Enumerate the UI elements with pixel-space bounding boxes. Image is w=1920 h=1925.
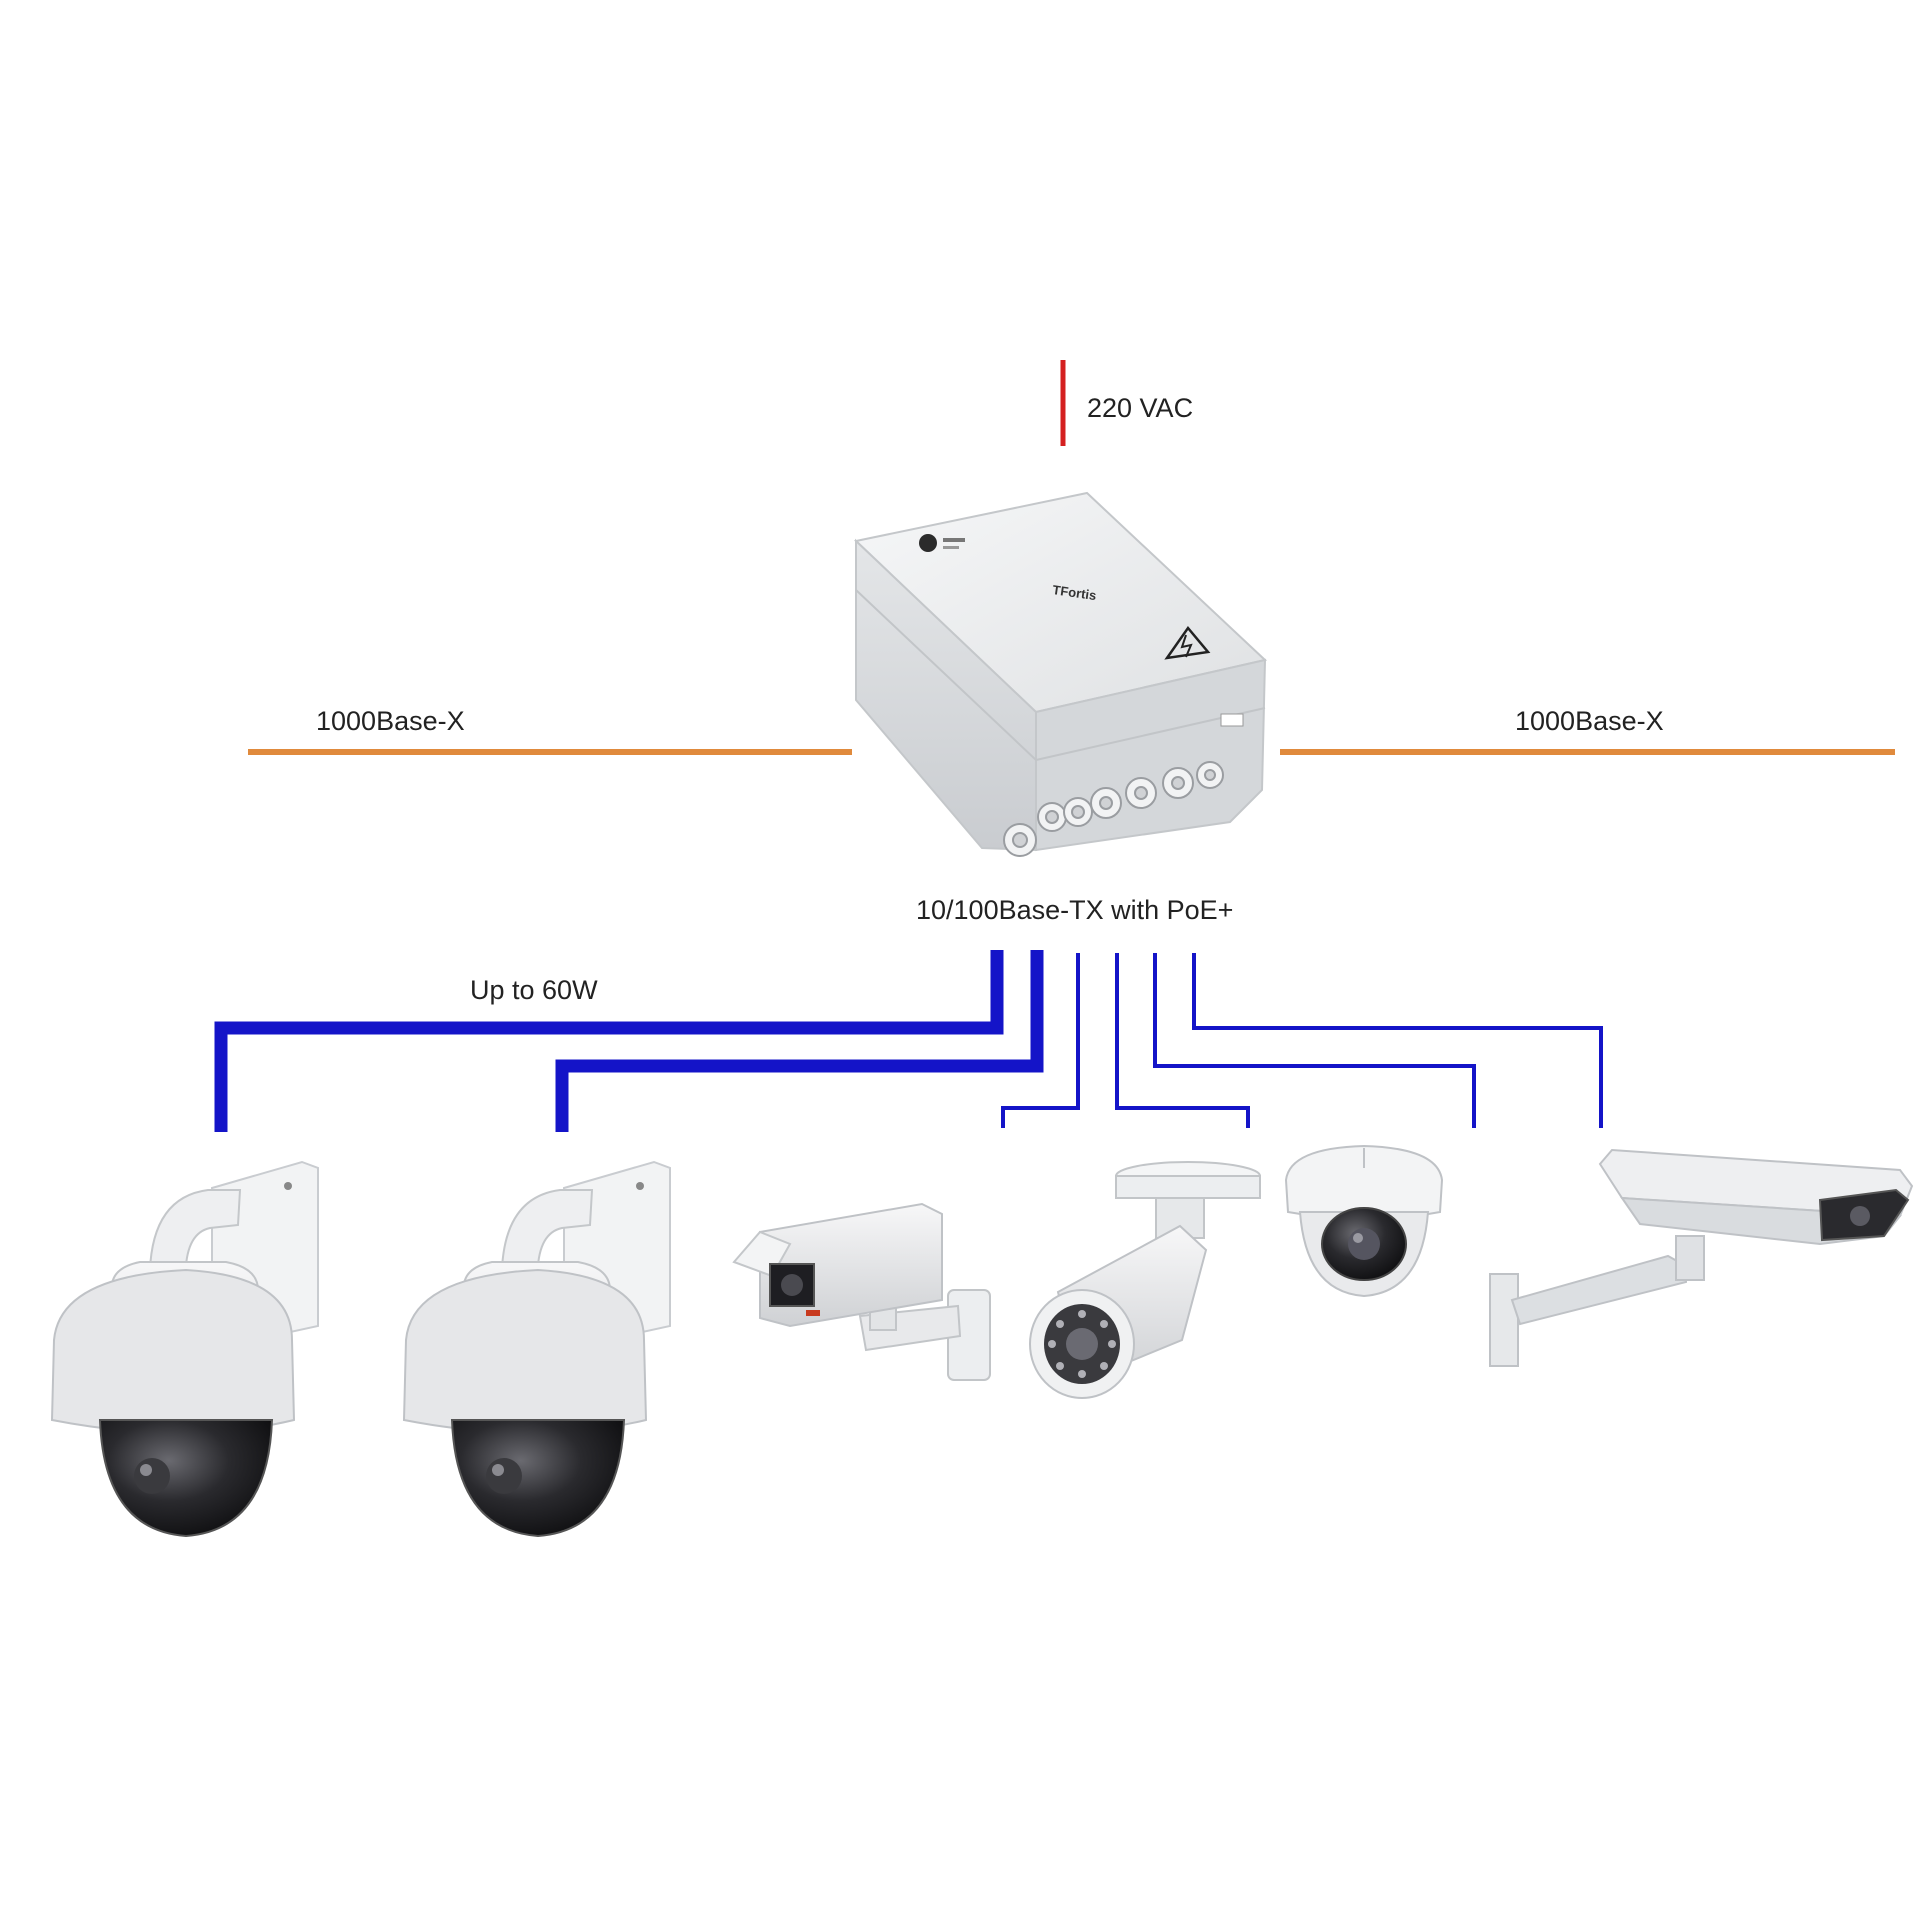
poe-line-dome-camera	[1153, 953, 1476, 1128]
box-camera	[732, 1202, 991, 1381]
poe-line-bullet-camera	[1115, 953, 1250, 1128]
uplink-right-label: 1000Base-X	[1515, 706, 1664, 736]
ports-label: 10/100Base-TX with PoE+	[916, 895, 1234, 925]
poe-line-ptz-2	[555, 950, 1044, 1132]
ptz-dome-camera-2	[402, 1160, 671, 1538]
high-power-label: Up to 60W	[470, 975, 598, 1005]
switch-name-label: TFortis	[1052, 582, 1098, 603]
housing-camera	[1489, 1148, 1914, 1367]
high-voltage-warning-icon	[1164, 625, 1211, 660]
poe-switch-enclosure: TFortis	[853, 491, 1268, 857]
cable-glands	[1003, 761, 1224, 857]
poe-line-box-camera	[1001, 953, 1080, 1128]
uplink-left-label: 1000Base-X	[316, 706, 465, 736]
brand-logo-icon	[919, 534, 965, 552]
power-label: 220 VAC	[1087, 393, 1194, 423]
dome-camera	[1284, 1144, 1444, 1298]
bullet-camera	[1029, 1161, 1261, 1399]
poe-line-ptz-1	[214, 950, 1004, 1132]
ptz-dome-camera-1	[50, 1160, 319, 1538]
poe-line-housing-camera	[1192, 953, 1603, 1128]
